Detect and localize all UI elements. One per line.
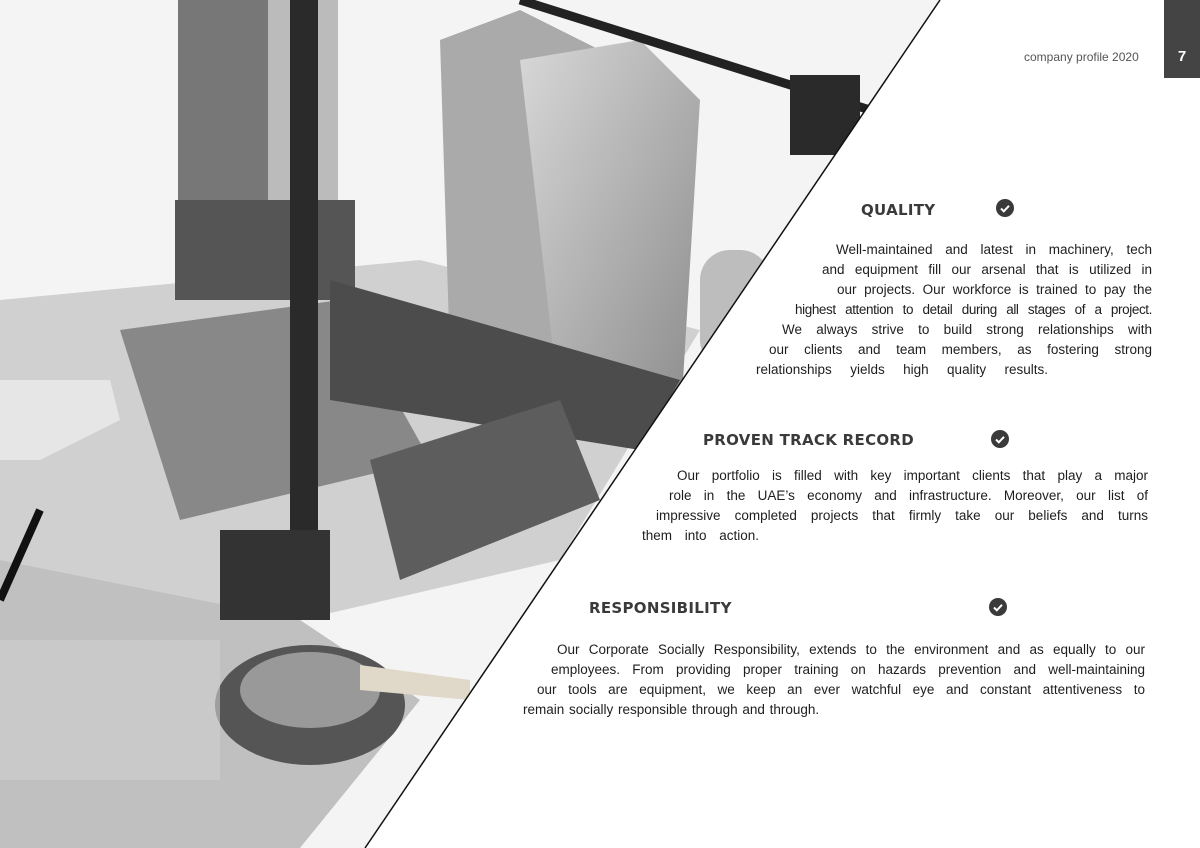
- section-heading-responsibility: RESPONSIBILITY: [589, 599, 732, 617]
- proven-text-line: role in the UAE’s economy and infrastruc…: [669, 488, 1148, 503]
- quality-text-line: our projects. Our workforce is trained t…: [837, 282, 1152, 297]
- section-heading-proven-track-record: PROVEN TRACK RECORD: [703, 431, 915, 449]
- quality-text-line: Well-maintained and latest in machinery,…: [836, 242, 1152, 257]
- responsibility-text-line: our tools are equipment, we keep an ever…: [537, 682, 1145, 697]
- quality-text-line: highest attention to detail during all s…: [795, 302, 1152, 317]
- check-circle-icon: [996, 199, 1014, 217]
- quality-text-line: our clients and team members, as fosteri…: [769, 342, 1152, 357]
- section-heading-quality: QUALITY: [861, 201, 936, 219]
- quality-text-line: relationships yields high quality result…: [756, 362, 1048, 377]
- responsibility-text-line: remain socially responsible through and …: [523, 702, 820, 717]
- proven-text-line: impressive completed projects that firml…: [656, 508, 1148, 523]
- proven-text-line: Our portfolio is filled with key importa…: [677, 468, 1148, 483]
- quality-text-line: We always strive to build strong relatio…: [782, 322, 1152, 337]
- responsibility-text-line: employees. From providing proper trainin…: [551, 662, 1145, 677]
- document-title: company profile 2020: [1024, 50, 1139, 64]
- proven-text-line: them into action.: [642, 528, 760, 543]
- check-circle-icon: [991, 430, 1009, 448]
- page-number-box: 7: [1164, 0, 1200, 78]
- responsibility-text-line: Our Corporate Socially Responsibility, e…: [557, 642, 1145, 657]
- check-circle-icon: [989, 598, 1007, 616]
- page-number: 7: [1177, 48, 1187, 65]
- quality-text-line: and equipment fill our arsenal that is u…: [822, 262, 1152, 277]
- diagonal-divider: [364, 0, 941, 848]
